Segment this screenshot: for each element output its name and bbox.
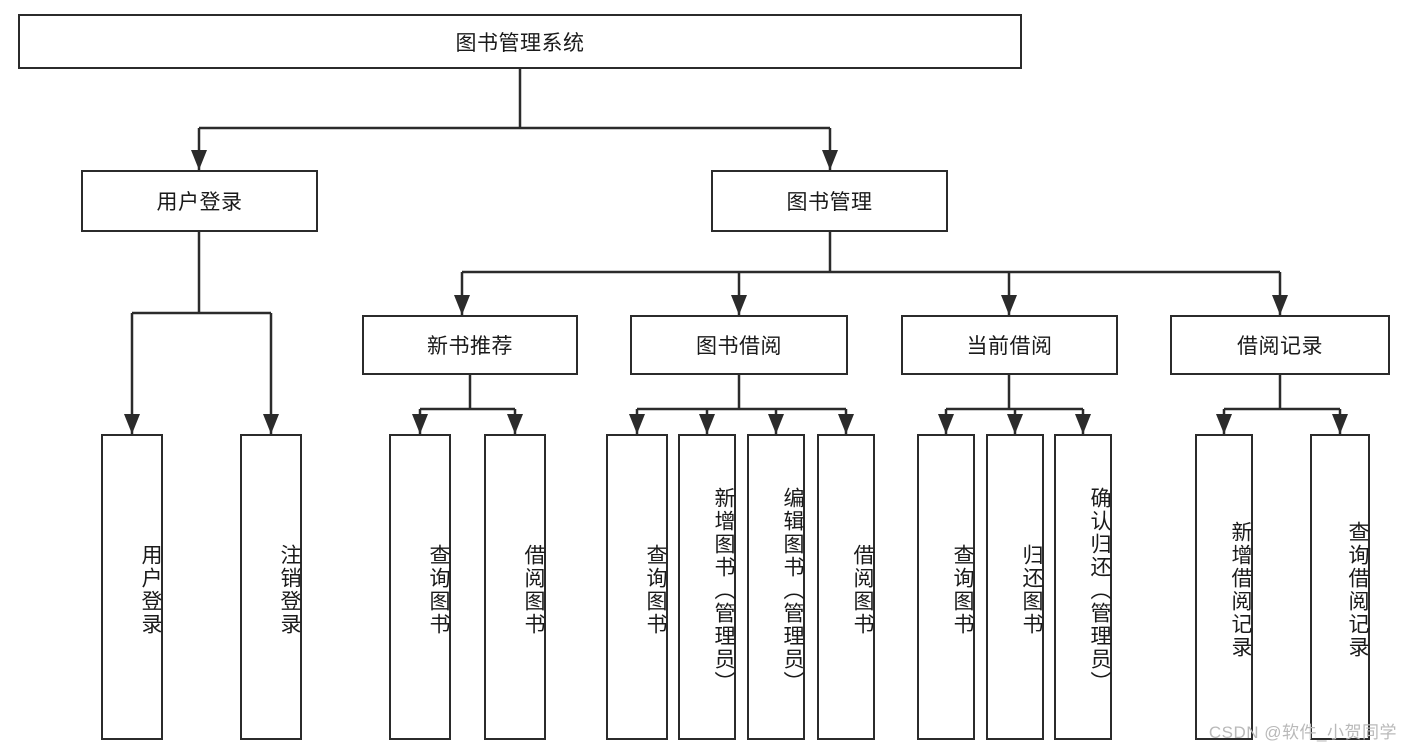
node-label: 归还图书	[1020, 544, 1043, 636]
node-book-manage[interactable]: 图书管理	[711, 170, 948, 232]
node-label: 注销登录	[278, 544, 301, 636]
leaf-leaf-logout[interactable]: 注销登录	[240, 434, 302, 740]
arrow-head-icon	[731, 295, 747, 315]
arrow-head-icon	[1007, 414, 1023, 434]
node-label: 查询图书	[427, 544, 450, 636]
arrow-head-icon	[629, 414, 645, 434]
node-label: 借阅图书	[851, 544, 874, 636]
leaf-leaf-edit-book[interactable]: 编辑图书（管理员）	[747, 434, 805, 740]
arrow-head-icon	[768, 414, 784, 434]
node-label: 确认归还（管理员）	[1088, 486, 1111, 694]
leaf-leaf-return-book[interactable]: 归还图书	[986, 434, 1044, 740]
node-label: 图书管理系统	[455, 31, 585, 55]
node-label: 借阅记录	[1237, 335, 1323, 358]
arrow-head-icon	[1075, 414, 1091, 434]
leaf-leaf-borrow-book-1[interactable]: 借阅图书	[484, 434, 546, 740]
node-book-borrow[interactable]: 图书借阅	[630, 315, 848, 375]
leaf-leaf-user-login[interactable]: 用户登录	[101, 434, 163, 740]
node-root[interactable]: 图书管理系统	[18, 14, 1022, 69]
arrow-head-icon	[507, 414, 523, 434]
node-label: 图书管理	[786, 191, 873, 214]
leaf-leaf-query-book-2[interactable]: 查询图书	[606, 434, 668, 740]
arrow-head-icon	[1001, 295, 1017, 315]
node-label: 新增借阅记录	[1229, 521, 1252, 659]
node-label: 查询借阅记录	[1346, 521, 1369, 659]
leaf-leaf-add-book[interactable]: 新增图书（管理员）	[678, 434, 736, 740]
arrow-head-icon	[699, 414, 715, 434]
node-label: 查询图书	[644, 544, 667, 636]
node-label: 当前借阅	[966, 335, 1053, 358]
node-label: 新增图书（管理员）	[712, 486, 735, 694]
node-user-login[interactable]: 用户登录	[81, 170, 318, 232]
leaf-leaf-borrow-book-2[interactable]: 借阅图书	[817, 434, 875, 740]
arrow-head-icon	[412, 414, 428, 434]
arrow-head-icon	[822, 150, 838, 170]
node-borrow-record[interactable]: 借阅记录	[1170, 315, 1390, 375]
arrow-head-icon	[454, 295, 470, 315]
arrow-head-icon	[124, 414, 140, 434]
node-label: 编辑图书（管理员）	[781, 486, 804, 694]
node-label: 借阅图书	[522, 544, 545, 636]
arrow-head-icon	[1332, 414, 1348, 434]
node-new-book-recommend[interactable]: 新书推荐	[362, 315, 578, 375]
node-label: 图书借阅	[696, 335, 782, 358]
node-label: 用户登录	[139, 544, 162, 636]
arrow-head-icon	[1216, 414, 1232, 434]
node-label: 新书推荐	[427, 335, 513, 358]
leaf-leaf-add-record[interactable]: 新增借阅记录	[1195, 434, 1253, 740]
node-current-borrow[interactable]: 当前借阅	[901, 315, 1118, 375]
arrow-head-icon	[263, 414, 279, 434]
leaf-leaf-query-record[interactable]: 查询借阅记录	[1310, 434, 1370, 740]
node-label: 查询图书	[951, 544, 974, 636]
arrow-head-icon	[191, 150, 207, 170]
node-label: 用户登录	[156, 191, 243, 214]
leaf-leaf-confirm-return[interactable]: 确认归还（管理员）	[1054, 434, 1112, 740]
leaf-leaf-query-book-3[interactable]: 查询图书	[917, 434, 975, 740]
watermark-text: CSDN @软件_小贺同学	[1208, 723, 1397, 742]
arrow-head-icon	[838, 414, 854, 434]
arrow-head-icon	[1272, 295, 1288, 315]
arrow-head-icon	[938, 414, 954, 434]
leaf-leaf-query-book-1[interactable]: 查询图书	[389, 434, 451, 740]
